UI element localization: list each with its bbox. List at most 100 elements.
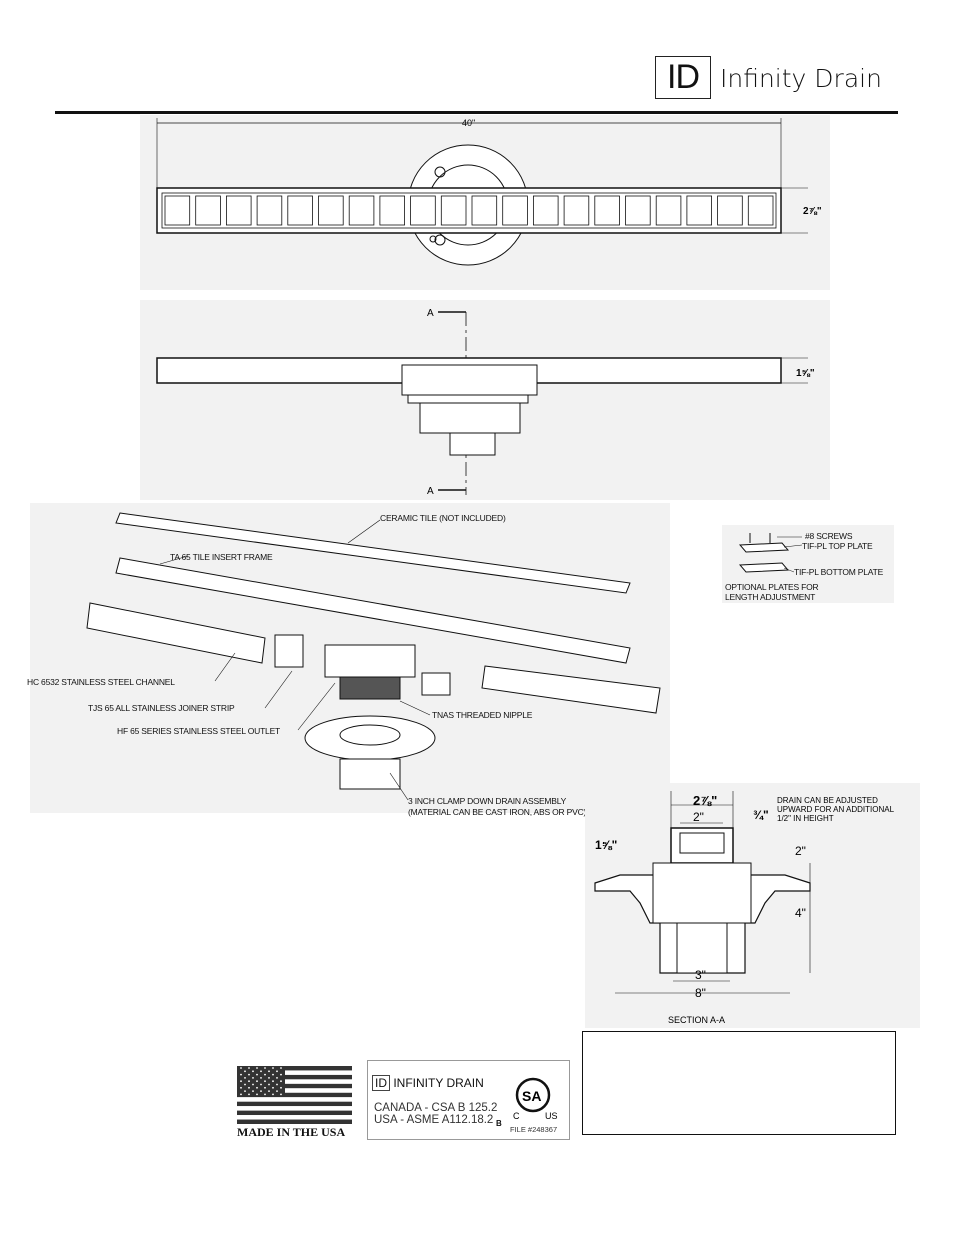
brand-name: Infinity Drain xyxy=(720,64,882,93)
cert-class-label: B xyxy=(496,1119,502,1128)
tile-cell xyxy=(502,195,528,226)
section-note-3: 1/2" IN HEIGHT xyxy=(777,814,834,823)
flag-star xyxy=(256,1086,258,1089)
flag-star xyxy=(256,1093,258,1096)
flag-star xyxy=(244,1077,246,1079)
header-rule xyxy=(55,111,898,114)
tile-cell xyxy=(471,195,498,226)
section-flange-dim: 8" xyxy=(695,986,706,1000)
tile-cell xyxy=(318,195,344,226)
flag-star xyxy=(276,1083,278,1086)
tile-cell xyxy=(594,195,620,226)
callout-clamp-material: (MATERIAL CAN BE CAST IRON, ABS OR PVC) xyxy=(408,807,587,817)
flag-stripe xyxy=(237,1074,352,1080)
callout-clamp-drain: 3 INCH CLAMP DOWN DRAIN ASSEMBLY xyxy=(408,796,567,806)
flag-star xyxy=(248,1093,250,1096)
section-note-2: UPWARD FOR AN ADDITIONAL xyxy=(777,805,895,814)
callout-tile-insert-frame: TA 65 TILE INSERT FRAME xyxy=(170,552,273,562)
flag-star xyxy=(276,1090,278,1092)
flag-star xyxy=(256,1073,258,1076)
tile-cell xyxy=(563,195,590,226)
flag-stripe xyxy=(237,1079,352,1084)
flag-star xyxy=(252,1083,254,1086)
section-mark-top: A xyxy=(427,308,434,319)
flag-star xyxy=(240,1086,242,1089)
flag-stripe xyxy=(237,1106,352,1111)
cert-canada-line: CANADA - CSA B 125.2 xyxy=(374,1102,498,1114)
csa-us-label: US xyxy=(545,1111,558,1121)
flag-star xyxy=(268,1070,270,1073)
flag-star xyxy=(264,1080,266,1083)
flag-star xyxy=(248,1080,250,1083)
flag-star xyxy=(268,1090,270,1092)
plates-detail-drawing xyxy=(722,525,894,603)
flag-stripe xyxy=(237,1110,352,1116)
flag-stripe xyxy=(237,1070,352,1075)
tile-cell xyxy=(348,195,375,226)
flag-star xyxy=(264,1067,266,1069)
section-top-width: 2⅞" xyxy=(693,793,717,808)
flag-star xyxy=(244,1083,246,1086)
flag-star xyxy=(280,1073,282,1076)
tile-cell xyxy=(287,195,313,226)
callout-ceramic-tile: CERAMIC TILE (NOT INCLUDED) xyxy=(380,513,506,523)
tile-cell xyxy=(717,195,743,226)
section-body-height: 4" xyxy=(795,906,806,920)
tile-cell xyxy=(164,195,191,226)
plates-bottom-label: TIF-PL BOTTOM PLATE xyxy=(794,567,884,577)
section-inner-width: 2" xyxy=(693,810,704,824)
callout-outlet: HF 65 SERIES STAINLESS STEEL OUTLET xyxy=(117,726,281,736)
flag-stripe xyxy=(237,1092,352,1098)
flag-star xyxy=(248,1073,250,1076)
callout-channel: HC 6532 STAINLESS STEEL CHANNEL xyxy=(27,677,175,687)
plates-screws-label: #8 SCREWS xyxy=(805,531,853,541)
flag-star xyxy=(276,1077,278,1079)
usa-flag xyxy=(237,1066,352,1124)
csa-mark-text: SA xyxy=(522,1088,541,1104)
plan-width-dim: 40" xyxy=(462,118,475,128)
plates-note-2: LENGTH ADJUSTMENT xyxy=(725,592,816,602)
plan-view-drawing: 40" 2⅞" xyxy=(140,115,830,290)
flag-star xyxy=(280,1093,282,1096)
section-note-1: DRAIN CAN BE ADJUSTED xyxy=(777,796,878,805)
elevation-height-dim: 1⅝" xyxy=(796,368,815,379)
callout-joiner-strip: TJS 65 ALL STAINLESS JOINER STRIP xyxy=(88,703,235,713)
tile-cell xyxy=(226,195,252,226)
tile-cell xyxy=(256,195,283,226)
flag-stripe xyxy=(237,1101,352,1107)
tile-cell xyxy=(625,195,651,226)
flag-star xyxy=(252,1077,254,1079)
flag-star xyxy=(264,1073,266,1076)
exploded-view-drawing xyxy=(30,503,670,813)
flag-star xyxy=(280,1080,282,1083)
flag-star xyxy=(272,1086,274,1089)
flag-star xyxy=(264,1086,266,1089)
flag-star xyxy=(260,1070,262,1073)
flag-star xyxy=(272,1080,274,1083)
csa-c-label: C xyxy=(513,1111,520,1121)
flag-star xyxy=(264,1093,266,1096)
flag-star xyxy=(260,1090,262,1092)
made-in-usa-label: MADE IN THE USA xyxy=(237,1125,346,1139)
flag-star xyxy=(280,1086,282,1089)
flag-star xyxy=(272,1067,274,1069)
certification-panel: ID INFINITY DRAIN CANADA - CSA B 125.2 U… xyxy=(367,1060,570,1140)
flag-star xyxy=(248,1086,250,1089)
callout-threaded-nipple: TNAS THREADED NIPPLE xyxy=(432,710,533,720)
flag-star xyxy=(268,1077,270,1079)
flag-star xyxy=(256,1080,258,1083)
elevation-drawing: A 1⅝" A xyxy=(140,300,830,500)
flag-star xyxy=(268,1083,270,1086)
plates-top-label: TIF-PL TOP PLATE xyxy=(802,541,873,551)
flag-star xyxy=(260,1083,262,1086)
flag-star xyxy=(240,1073,242,1076)
flag-star xyxy=(244,1090,246,1092)
plan-height-dim: 2⅞" xyxy=(803,206,822,217)
section-outlet-dim: 3" xyxy=(695,968,706,982)
cert-brand-name: INFINITY DRAIN xyxy=(393,1076,484,1090)
flag-star xyxy=(276,1070,278,1073)
flag-star xyxy=(240,1093,242,1096)
plates-note-1: OPTIONAL PLATES FOR xyxy=(725,582,819,592)
tile-cell xyxy=(195,195,221,226)
section-upper-height: 2" xyxy=(795,844,806,858)
